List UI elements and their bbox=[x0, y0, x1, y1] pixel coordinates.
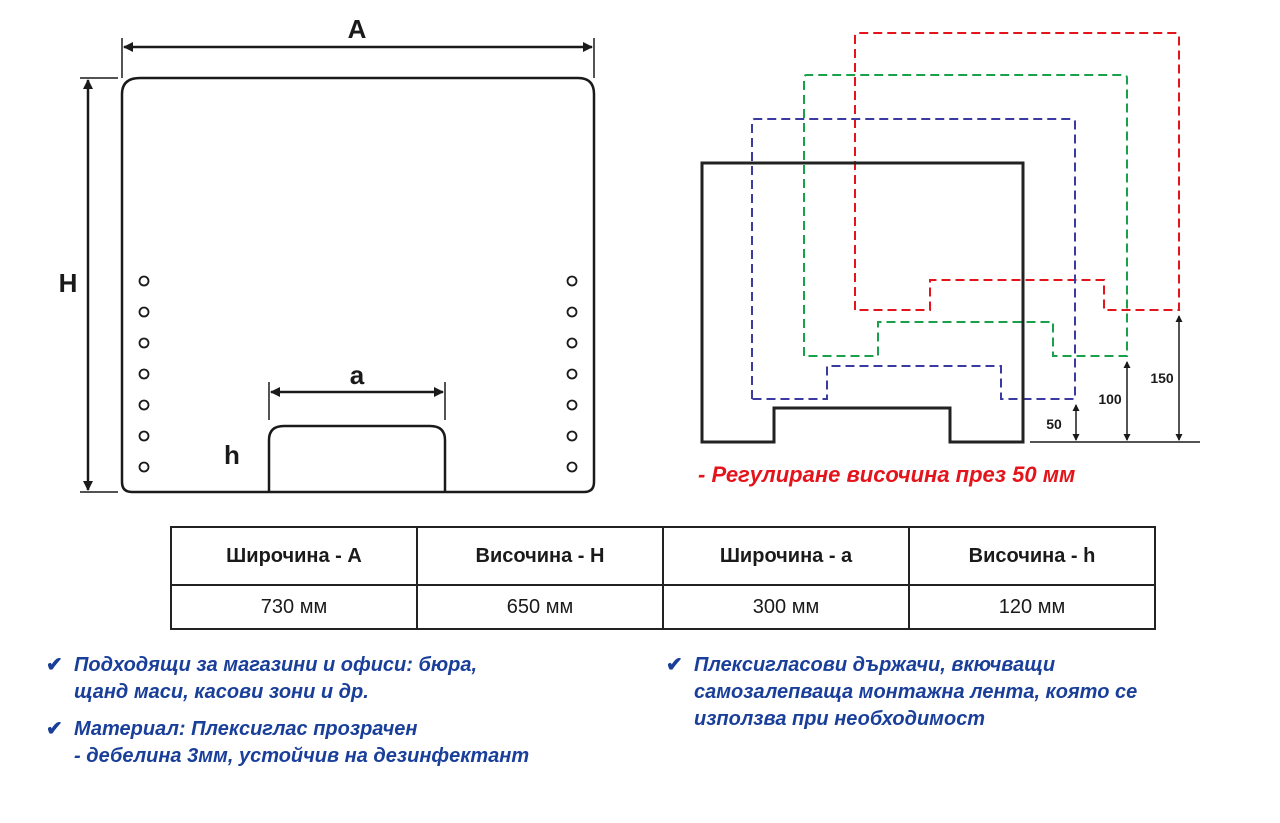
table-header-row: Широчина - A Височина - H Широчина - a В… bbox=[170, 526, 1156, 586]
label-150: 150 bbox=[1150, 370, 1174, 386]
features-right: ✔ Плексигласови държачи, вкючващи самоза… bbox=[666, 652, 1266, 743]
header-width-small-a: Широчина - a bbox=[662, 526, 910, 586]
mounting-hole bbox=[566, 399, 578, 411]
feature-line: Подходящи за магазини и офиси: бюра, bbox=[74, 654, 478, 676]
panel-outline bbox=[120, 76, 596, 494]
header-height-small-h: Височина - h bbox=[908, 526, 1156, 586]
mounting-hole bbox=[566, 430, 578, 442]
mounting-hole bbox=[566, 461, 578, 473]
mounting-hole bbox=[138, 337, 150, 349]
feature-line: - дебелина 3мм, устойчив на дезинфектант bbox=[74, 745, 530, 767]
feature-line: Материал: Плексиглас прозрачен bbox=[74, 718, 418, 740]
mounting-hole bbox=[138, 306, 150, 318]
mounting-hole bbox=[566, 368, 578, 380]
header-height-h: Височина - H bbox=[416, 526, 664, 586]
mounting-hole bbox=[138, 368, 150, 380]
check-icon: ✔ bbox=[46, 654, 63, 676]
value-height-h: 650 мм bbox=[416, 584, 664, 630]
value-width-a: 730 мм bbox=[170, 584, 418, 630]
height-adjust-drawing: 50 100 150 bbox=[700, 32, 1200, 444]
mounting-hole bbox=[138, 399, 150, 411]
panel-drawing: A H a h bbox=[59, 14, 596, 494]
label-height-small-h: h bbox=[224, 440, 240, 470]
label-width-a: A bbox=[348, 14, 367, 44]
mounting-hole bbox=[138, 461, 150, 473]
panel-cutout bbox=[267, 424, 447, 492]
mounting-holes-left bbox=[138, 275, 150, 473]
outline-green-100 bbox=[803, 74, 1128, 357]
feature-item: ✔ Материал: Плексиглас прозрачен - дебел… bbox=[46, 716, 646, 770]
feature-item: ✔ Плексигласови държачи, вкючващи самоза… bbox=[666, 652, 1266, 733]
mounting-hole bbox=[566, 306, 578, 318]
label-height-h: H bbox=[59, 268, 78, 298]
feature-line: Плексигласови държачи, вкючващи bbox=[694, 654, 1056, 676]
outline-blue-50 bbox=[751, 118, 1076, 400]
mounting-hole bbox=[566, 337, 578, 349]
feature-line: използва при необходимост bbox=[694, 708, 986, 730]
feature-item: ✔ Подходящи за магазини и офиси: бюра, щ… bbox=[46, 652, 646, 706]
value-width-small-a: 300 мм bbox=[662, 584, 910, 630]
mounting-holes-right bbox=[566, 275, 578, 473]
feature-line: щанд маси, касови зони и др. bbox=[74, 681, 369, 703]
check-icon: ✔ bbox=[46, 718, 63, 740]
label-50: 50 bbox=[1046, 416, 1062, 432]
mounting-hole bbox=[138, 275, 150, 287]
table-row: 730 мм 650 мм 300 мм 120 мм bbox=[170, 584, 1156, 630]
feature-line: самозалепваща монтажна лента, която се bbox=[694, 681, 1138, 703]
outline-base bbox=[700, 161, 1025, 444]
outline-red-150 bbox=[854, 32, 1180, 311]
features-left: ✔ Подходящи за магазини и офиси: бюра, щ… bbox=[46, 652, 646, 780]
header-width-a: Широчина - A bbox=[170, 526, 418, 586]
label-width-small-a: a bbox=[350, 360, 365, 390]
mounting-hole bbox=[566, 275, 578, 287]
value-height-small-h: 120 мм bbox=[908, 584, 1156, 630]
height-adjust-note: - Регулиране височина през 50 мм bbox=[698, 462, 1076, 487]
check-icon: ✔ bbox=[666, 654, 683, 676]
mounting-hole bbox=[138, 430, 150, 442]
label-100: 100 bbox=[1098, 391, 1122, 407]
dimensions-table: Широчина - A Височина - H Широчина - a В… bbox=[170, 526, 1156, 630]
